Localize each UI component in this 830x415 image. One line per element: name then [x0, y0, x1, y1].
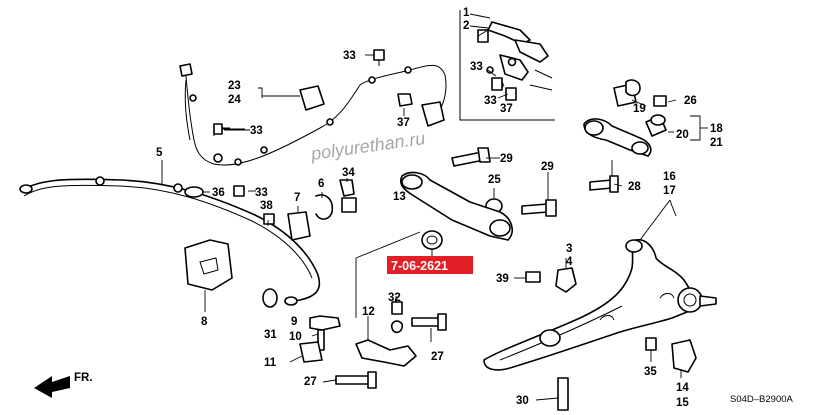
front-direction-arrow-icon [34, 376, 70, 398]
callout-30: 30 [516, 395, 529, 407]
callout-16: 16 [663, 171, 676, 183]
callout-29a: 29 [500, 153, 513, 165]
callout-6: 6 [318, 178, 324, 190]
stabilizer-bar [19, 160, 321, 306]
callout-37a: 37 [397, 117, 410, 129]
bracket-8 [184, 239, 233, 312]
callout-33e: 33 [484, 95, 497, 107]
callout-37b: 37 [500, 103, 513, 115]
callout-5: 5 [156, 147, 163, 159]
callout-2: 2 [463, 20, 469, 32]
callout-1: 1 [463, 7, 470, 19]
callout-32: 32 [388, 292, 401, 304]
callout-19: 19 [633, 103, 646, 115]
callout-29b: 29 [541, 161, 554, 173]
abs-harness [179, 63, 447, 166]
callout-labels: 1 2 3 4 5 6 7 8 9 10 11 12 13 14 15 16 1… [156, 7, 723, 409]
callout-33c: 33 [255, 187, 268, 199]
callout-28: 28 [628, 181, 641, 193]
callout-33b: 33 [250, 125, 263, 137]
leader-lines [203, 29, 682, 401]
upper-arm [583, 115, 708, 157]
callout-34: 34 [342, 167, 355, 179]
callout-12: 12 [362, 306, 375, 318]
callout-26: 26 [684, 95, 697, 107]
callout-31: 31 [264, 329, 277, 341]
callout-4: 4 [566, 256, 573, 268]
callout-33d: 33 [470, 61, 483, 73]
callout-27b: 27 [304, 376, 317, 388]
callout-25: 25 [488, 174, 501, 186]
callout-14: 14 [676, 382, 689, 394]
callout-15: 15 [676, 397, 689, 409]
callout-20: 20 [676, 129, 689, 141]
callout-3: 3 [566, 243, 572, 255]
callout-9: 9 [291, 316, 297, 328]
callout-21: 21 [710, 137, 723, 149]
callout-24: 24 [228, 94, 241, 106]
callout-11: 11 [264, 357, 277, 369]
highlight-part-number: 7-06-2621 [391, 259, 448, 273]
callout-7: 7 [294, 192, 300, 204]
lower-arm [355, 171, 513, 318]
callout-10: 10 [289, 331, 302, 343]
callout-35: 35 [644, 366, 657, 378]
callout-39: 39 [496, 273, 509, 285]
callout-8: 8 [201, 316, 208, 328]
highlight-badge [387, 256, 473, 274]
callout-17: 17 [663, 185, 676, 197]
callout-36: 36 [212, 187, 225, 199]
callout-33a: 33 [343, 50, 356, 62]
callout-23: 23 [228, 80, 241, 92]
callout-13: 13 [393, 191, 406, 203]
callout-27a: 27 [431, 351, 444, 363]
callout-38: 38 [260, 200, 273, 212]
fasteners [184, 29, 697, 411]
callout-18: 18 [710, 123, 723, 135]
direction-label: FR. [74, 372, 93, 384]
trailing-arm [483, 199, 717, 371]
watermark: polyurethan.ru [309, 128, 427, 164]
diagram-code: S04D–B2900A [730, 394, 794, 405]
